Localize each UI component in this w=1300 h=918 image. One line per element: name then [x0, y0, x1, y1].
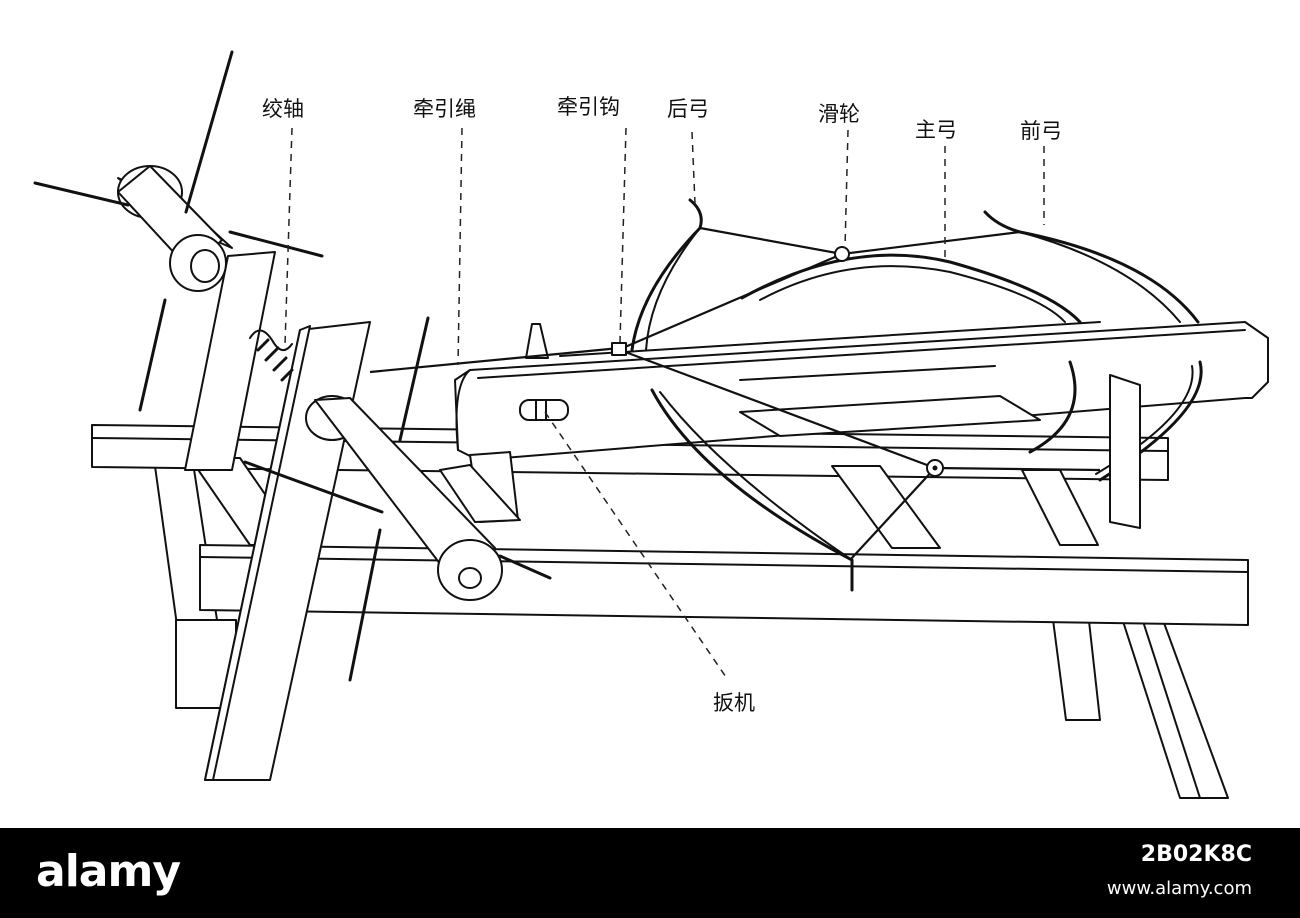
label-main-bow: 主弓	[915, 118, 957, 142]
front-winch	[243, 316, 552, 682]
label-trigger: 扳机	[713, 691, 755, 715]
label-front-bow: 前弓	[1020, 119, 1062, 143]
label-winch-axle: 绞轴	[262, 97, 304, 121]
site-url[interactable]: www.alamy.com	[1106, 878, 1252, 899]
label-pulley: 滑轮	[818, 102, 860, 126]
brand-logo[interactable]: alamy	[36, 846, 181, 897]
image-id: 2B02K8C	[1140, 842, 1252, 867]
crossbow-diagram: 绞轴 牵引绳 牵引钩 后弓 滑轮 主弓 前弓 扳机	[33, 50, 1269, 799]
label-pull-rope: 牵引绳	[413, 97, 476, 121]
leader-lines	[284, 127, 1045, 681]
stock	[439, 321, 1269, 523]
label-pull-hook: 牵引钩	[557, 95, 620, 119]
rear-winch	[33, 50, 324, 412]
diagram-svg: 绞轴 牵引绳 牵引钩 后弓 滑轮 主弓 前弓 扳机	[33, 50, 1269, 799]
watermark-footer: alamy 2B02K8C www.alamy.com	[0, 828, 1300, 918]
label-rear-bow: 后弓	[667, 97, 709, 121]
ropes	[369, 226, 1101, 561]
